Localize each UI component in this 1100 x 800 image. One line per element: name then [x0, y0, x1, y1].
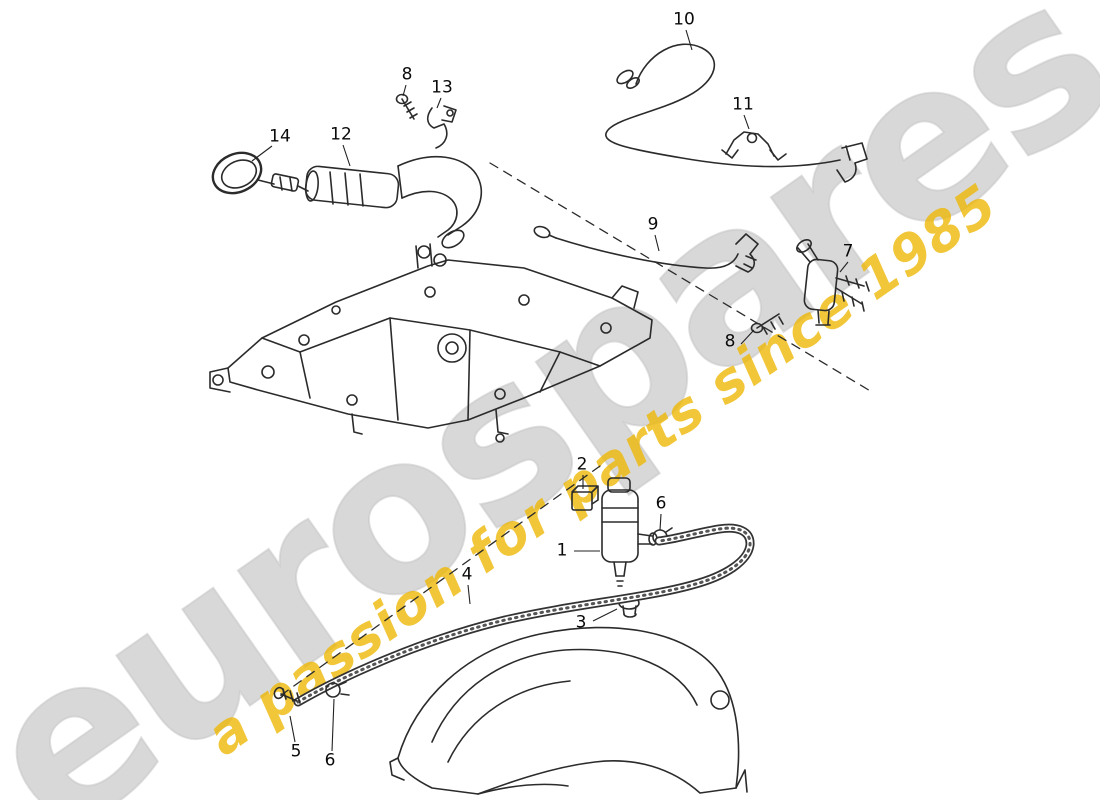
leader-line-6	[331, 698, 335, 752]
wheel-arch-liner	[389, 626, 748, 795]
leader-line-8	[740, 329, 755, 345]
leader-line-6	[659, 513, 662, 531]
leader-line-7	[839, 261, 849, 273]
pump-1	[601, 477, 658, 587]
subframe-bracket	[209, 243, 653, 443]
screw-8-upper	[395, 93, 418, 120]
clamp-6-lower	[325, 681, 350, 698]
leader-line-12	[342, 144, 351, 167]
leader-line-5	[289, 715, 296, 743]
connector-2	[571, 485, 599, 511]
hose-4	[293, 523, 755, 707]
leader-line-9	[654, 234, 660, 252]
leader-line-10	[685, 29, 693, 51]
washer-cylinder-12	[304, 165, 400, 209]
nozzle-cap-14	[211, 151, 309, 195]
leader-line-8	[402, 84, 407, 97]
leader-line-11	[743, 114, 750, 130]
hose-10	[605, 43, 868, 183]
elbow-duct	[397, 155, 483, 249]
leader-line-13	[436, 97, 442, 109]
bracket-13	[426, 105, 457, 149]
fitting-5	[273, 686, 301, 704]
screw-8-lower	[750, 313, 784, 335]
leader-line-3	[592, 608, 618, 622]
leader-line-14	[251, 145, 273, 162]
leader-line-4	[467, 584, 471, 605]
valve-7	[796, 239, 870, 326]
dashed-guides	[279, 162, 873, 697]
hose-9	[533, 225, 759, 273]
bracket-11	[721, 131, 787, 161]
